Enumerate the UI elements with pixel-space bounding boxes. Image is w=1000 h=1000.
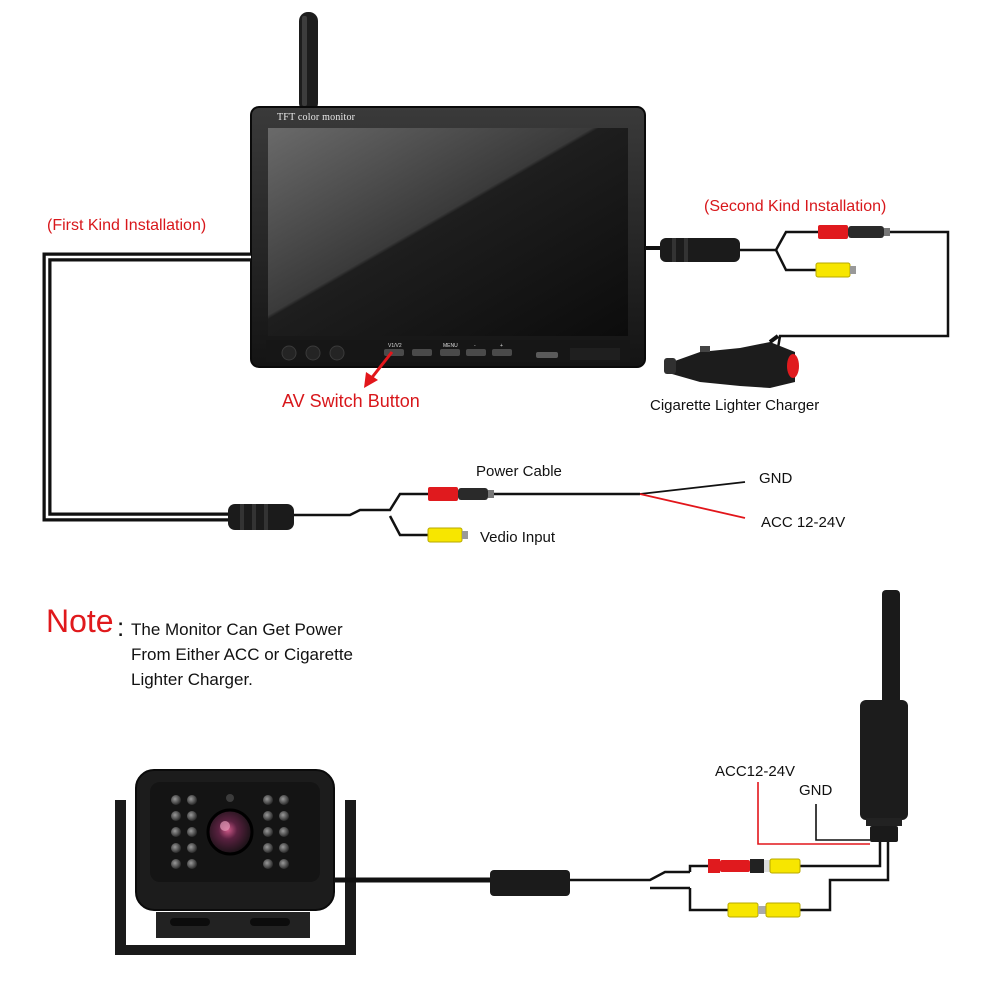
acc-label-top: ACC 12-24V <box>761 514 846 531</box>
yellow-video-plug <box>427 527 463 543</box>
av-switch-button[interactable] <box>384 349 404 356</box>
gnd-label-top: GND <box>759 470 793 487</box>
monitor-connector <box>660 238 740 262</box>
minus-button-tag: - <box>474 343 476 349</box>
second-kind-wiring <box>740 230 950 349</box>
minus-button[interactable] <box>466 349 486 356</box>
rear-camera <box>115 769 356 955</box>
first-kind-installation-label: (First Kind Installation) <box>47 217 207 234</box>
bottom-power-plugs <box>708 858 801 874</box>
camera-lens <box>206 808 254 856</box>
status-led <box>536 352 558 358</box>
note-line-2: From Either ACC or Cigarette <box>131 645 354 664</box>
first-kind-wiring <box>42 252 251 522</box>
speaker-hole <box>305 345 321 361</box>
inline-connector <box>490 870 570 896</box>
av-button-tag: V1/V2 <box>388 343 402 349</box>
red-power-plug <box>428 487 458 501</box>
first-kind-plugs <box>427 487 494 543</box>
extension-connector <box>228 504 294 530</box>
speaker-hole <box>329 345 345 361</box>
av-switch-button-label: AV Switch Button <box>282 391 420 411</box>
wireless-transmitter <box>860 590 908 842</box>
cigarette-charger-label: Cigarette Lighter Charger <box>650 397 820 414</box>
acc-label-bottom: ACC12-24V <box>715 763 796 780</box>
monitor-brand-text: TFT color monitor <box>277 112 356 123</box>
note-line-1: The Monitor Can Get Power <box>131 620 343 639</box>
second-kind-installation-label: (Second Kind Installation) <box>704 198 887 215</box>
speaker-hole <box>281 345 297 361</box>
note-line-3: Lighter Charger. <box>131 670 253 689</box>
second-kind-plugs <box>815 225 890 278</box>
monitor <box>250 12 740 368</box>
plus-button[interactable] <box>492 349 512 356</box>
menu-button-tag: MENU <box>443 343 458 349</box>
bottom-video-plugs <box>727 902 801 918</box>
cigarette-lighter-charger <box>664 334 799 388</box>
monitor-screen <box>268 128 628 336</box>
camera-cable <box>334 870 690 890</box>
note-colon: : <box>117 612 125 642</box>
note-heading: Note <box>46 603 114 639</box>
antenna <box>299 12 318 112</box>
yellow-video-plug <box>815 262 851 278</box>
power-cable-label: Power Cable <box>476 463 562 480</box>
av-switch-arrow <box>364 351 394 388</box>
gnd-label-bottom: GND <box>799 782 833 799</box>
plus-button-tag: + <box>500 343 503 349</box>
red-power-plug <box>818 225 848 239</box>
power-button[interactable] <box>412 349 432 356</box>
menu-button[interactable] <box>440 349 460 356</box>
charger-red-light <box>787 354 799 378</box>
video-input-label: Vedio Input <box>480 529 556 546</box>
